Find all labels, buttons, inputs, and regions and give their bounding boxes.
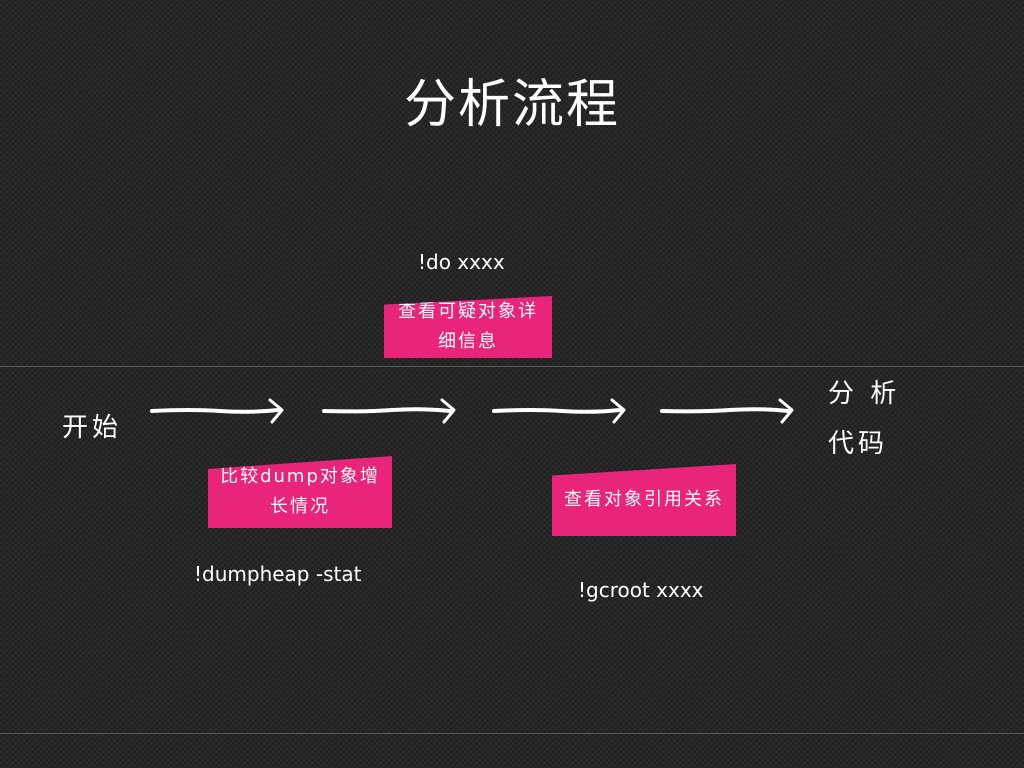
dumpheap-command: !dumpheap -stat xyxy=(194,562,362,586)
end-label-line2: 代码 xyxy=(828,429,889,459)
slide-title: 分析流程 xyxy=(403,75,620,135)
end-label: 分 析 代码 xyxy=(828,374,900,464)
gcroot-command: !gcroot xxxx xyxy=(578,578,704,602)
bottom-band-line xyxy=(0,733,1024,734)
gcroot-note: 查看对象引用关系 xyxy=(552,464,736,536)
top-band-line xyxy=(0,366,1024,367)
flow-arrow-1 xyxy=(150,398,284,424)
do-command: !do xxxx xyxy=(418,250,505,274)
flow-arrow-2 xyxy=(322,398,456,424)
flow-arrow-4 xyxy=(660,398,794,424)
flow-arrow-3 xyxy=(492,398,626,424)
start-label: 开始 xyxy=(62,413,123,443)
dumpheap-note: 比较dump对象增长情况 xyxy=(208,456,392,528)
end-label-line1: 分 析 xyxy=(828,379,901,409)
do-note: 查看可疑对象详细信息 xyxy=(384,296,552,358)
